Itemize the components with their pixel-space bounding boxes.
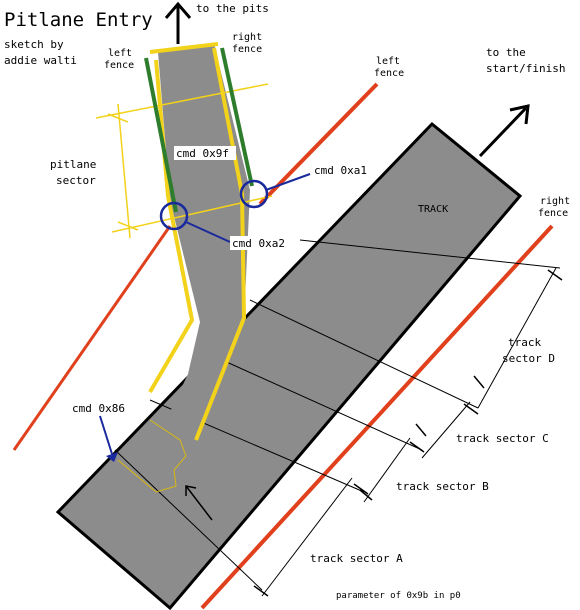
right-fence-track-1: right (540, 196, 570, 207)
pitlane-left-line (148, 59, 195, 394)
arrow-up-left (185, 485, 213, 521)
left-fence-track-2: fence (374, 68, 404, 79)
cmd-0x9f-label: cmd 0x9f (176, 147, 229, 160)
pitlane-sector-label-1: pitlane (50, 158, 96, 171)
pit-right-fence-green (220, 47, 254, 187)
track-surface (55, 121, 523, 610)
pitlane-top-line (149, 42, 219, 54)
sector-a-label: track sector A (310, 552, 403, 565)
label-to-start-line2: start/finish (486, 62, 565, 75)
right-fence-top-2: fence (232, 44, 262, 55)
label-to-start-line1: to the (486, 46, 526, 59)
sector-b-label: track sector B (396, 480, 489, 493)
pit-left-fence-red (12, 225, 172, 451)
cmd-0x86-pointer (99, 415, 113, 455)
arrow-to-pits (164, 1, 192, 44)
pitlane-right-line (194, 47, 247, 441)
pitlane-surface (152, 44, 250, 450)
cmd-0x86-label: cmd 0x86 (72, 402, 125, 415)
sector-d-label-1: track (508, 336, 541, 349)
left-fence-top-2: fence (104, 60, 134, 71)
cmd-0x9f-label-bg (174, 146, 236, 160)
right-fence-track-2: fence (538, 208, 568, 219)
sector-d-label-2: sector D (502, 352, 555, 365)
left-fence-top-1: left (108, 48, 132, 59)
pitlane-sector-label-2: sector (56, 174, 96, 187)
cmd-0xa2-pointer (185, 221, 231, 243)
cmd-0xa1-pointer (265, 173, 311, 191)
cmd-0xa2-label: cmd 0xa2 (232, 237, 285, 250)
cmd-0x86-arrowhead (106, 452, 118, 462)
credit-line-1: sketch by (4, 38, 64, 51)
pit-exit-outline (117, 419, 187, 493)
left-fence-track-1: left (376, 56, 400, 67)
cmd-0xa1-marker (239, 179, 269, 209)
cmd-0xa2-marker (159, 201, 189, 231)
right-fence-top-1: right (232, 32, 262, 43)
diagram-title: Pitlane Entry (4, 9, 153, 31)
track-right-fence (200, 224, 554, 610)
track-left-fence (258, 82, 379, 206)
cmd-0xa1-label: cmd 0xa1 (314, 164, 367, 177)
label-to-pits: to the pits (196, 2, 269, 15)
parameter-label: parameter of 0x9b in p0 (336, 591, 461, 601)
pit-left-fence-green (144, 57, 178, 213)
track-label: TRACK (418, 204, 448, 215)
arrow-to-start-finish (478, 104, 530, 158)
credit-line-2: addie walti (4, 54, 77, 67)
sector-c-label: track sector C (456, 432, 549, 445)
cmd-0xa2-label-bg (230, 236, 288, 250)
sector-ticks (253, 269, 563, 597)
